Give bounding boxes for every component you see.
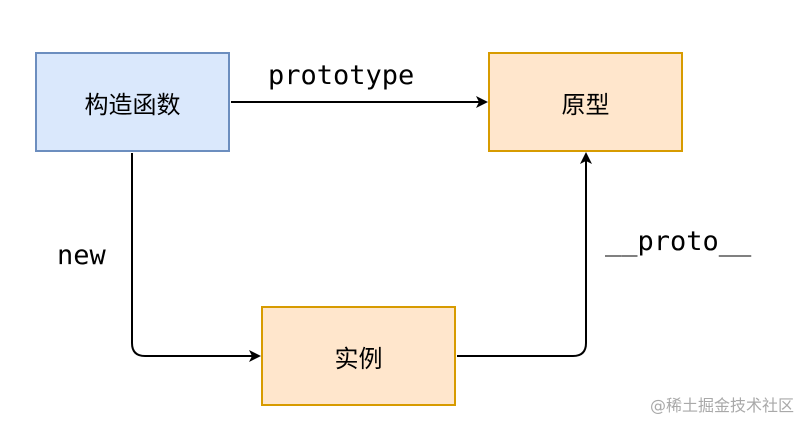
constructor-node: 构造函数 [35, 52, 230, 152]
edge-instance-to-prototype [457, 152, 592, 357]
instance-node: 实例 [261, 306, 456, 406]
new-edge-label: new [57, 240, 106, 271]
proto-edge-label: __proto__ [605, 226, 752, 257]
watermark: @稀土掘金技术社区 [649, 396, 794, 415]
prototype-node-label: 原型 [561, 90, 610, 119]
prototype-node: 原型 [488, 52, 683, 152]
constructor-node-label: 构造函数 [84, 90, 181, 119]
edge-constructor-to-instance [131, 153, 261, 362]
prototype-edge-label: prototype [268, 60, 415, 91]
instance-node-label: 实例 [334, 344, 383, 373]
